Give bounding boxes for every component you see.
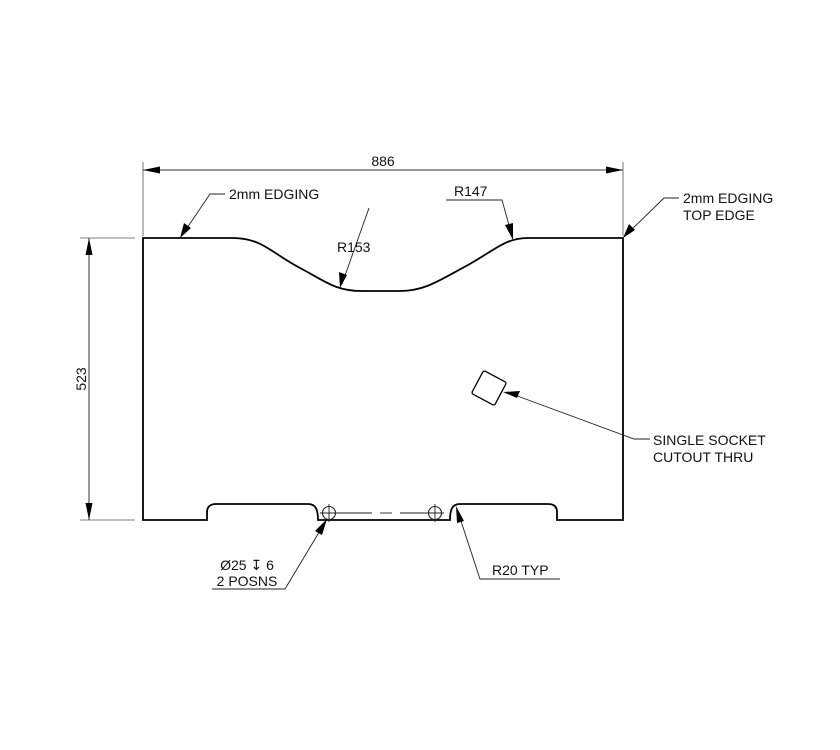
r20-callout: R20 TYP [456,506,560,580]
holes [320,504,444,522]
r153-callout: R153 [337,207,371,288]
socket-cutout [471,370,507,406]
hole-positions-label: 2 POSNS [217,573,278,589]
socket-cutout-callout: SINGLE SOCKET CUTOUT THRU [471,370,766,465]
edging-left-callout: 2mm EDGING [180,186,319,238]
r147-callout: R147 [446,183,513,240]
width-dimension-label: 886 [371,153,395,169]
hole-spec-label: Ø25 ↧ 6 [220,557,274,573]
panel-outline [142,237,624,521]
edging-right-label-line1: 2mm EDGING [683,190,773,206]
edging-right-callout: 2mm EDGING TOP EDGE [623,190,773,238]
socket-label-line2: CUTOUT THRU [653,449,753,465]
r153-label: R153 [337,239,371,255]
r147-label: R147 [454,183,488,199]
edging-right-label-line2: TOP EDGE [683,207,755,223]
width-dimension: 886 [142,153,624,236]
hole-left [320,504,338,522]
hole-callout: Ø25 ↧ 6 2 POSNS [212,519,327,590]
hole-right [426,504,444,522]
edging-left-label: 2mm EDGING [229,186,319,202]
height-dimension: 523 [73,237,135,521]
socket-label-line1: SINGLE SOCKET [653,432,766,448]
height-dimension-label: 523 [73,367,89,391]
r20-label: R20 TYP [492,562,549,578]
